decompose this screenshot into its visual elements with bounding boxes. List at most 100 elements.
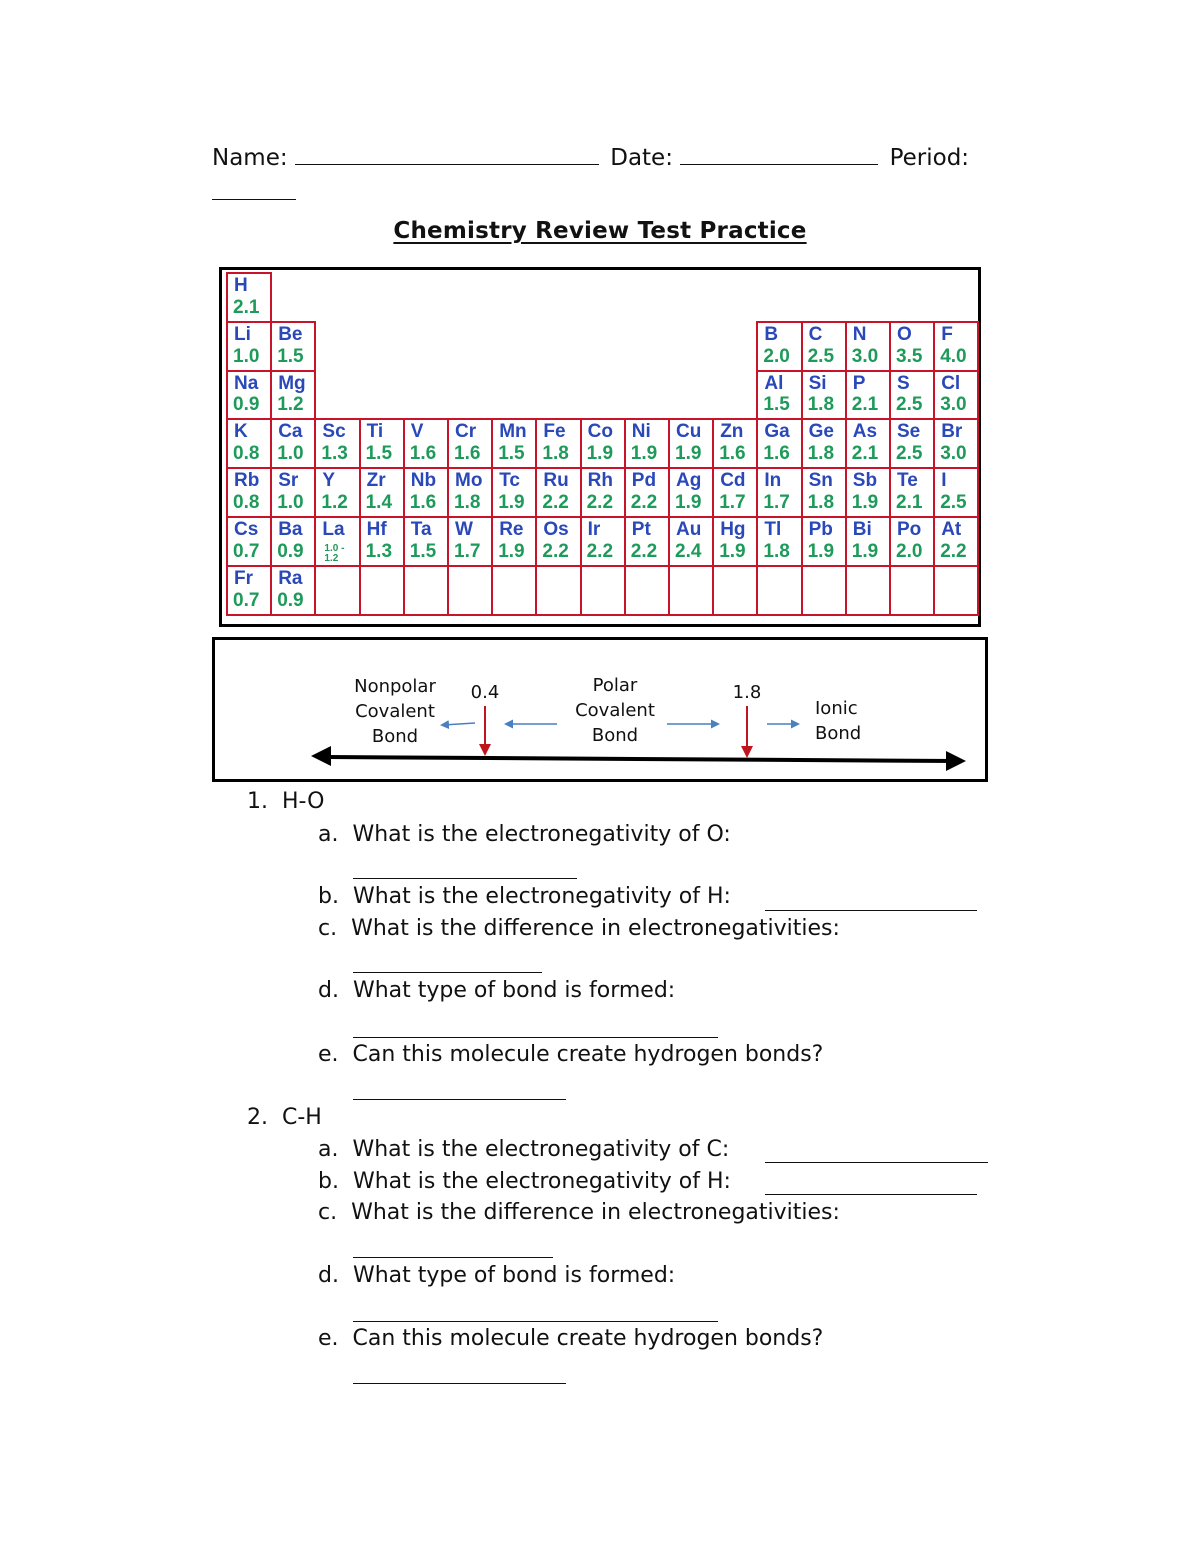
element-symbol: C xyxy=(808,323,823,345)
element-symbol: Cu xyxy=(676,421,702,443)
answer-blank-2b[interactable] xyxy=(765,1172,977,1195)
answer-blank-2a[interactable] xyxy=(765,1140,988,1163)
question-2b: b. What is the electronegativity of H: xyxy=(318,1169,731,1194)
element-electronegativity: 2.1 xyxy=(851,394,879,416)
element-electronegativity: 2.0 xyxy=(763,345,790,367)
answer-blank-1c[interactable] xyxy=(353,950,542,973)
element-electronegativity: 3.0 xyxy=(940,443,967,465)
element-electronegativity: 2.5 xyxy=(807,345,835,367)
element-symbol: N xyxy=(852,323,867,345)
question-2a: a. What is the electronegativity of C: xyxy=(318,1137,730,1162)
answer-blank-2c[interactable] xyxy=(353,1235,553,1258)
answer-blank-2d[interactable] xyxy=(353,1299,718,1322)
name-blank[interactable] xyxy=(294,142,599,165)
element-electronegativity: 2.1 xyxy=(233,296,260,318)
element-symbol: In xyxy=(764,470,782,492)
date-blank[interactable] xyxy=(680,142,879,165)
question-2d: d. What type of bond is formed: xyxy=(318,1263,676,1288)
empty-element-cell xyxy=(623,564,670,616)
bond-type-scale: Nonpolar Covalent Bond 0.4 Polar Covalen… xyxy=(212,637,988,782)
element-symbol: Ca xyxy=(278,421,303,443)
question-1d: d. What type of bond is formed: xyxy=(318,978,676,1003)
element-electronegativity: 1.3 xyxy=(321,443,348,465)
axis-right-arrowhead xyxy=(946,751,966,771)
element-electronegativity: 1.4 xyxy=(365,491,393,513)
empty-element-cell xyxy=(756,564,803,616)
answer-blank-1b[interactable] xyxy=(765,888,977,911)
element-symbol: Tc xyxy=(499,470,520,492)
element-symbol: Ti xyxy=(366,421,384,443)
answer-blank-1d[interactable] xyxy=(353,1015,718,1038)
question-1-heading: 1. H-O xyxy=(247,789,325,814)
element-symbol: Te xyxy=(897,470,918,492)
element-electronegativity: 1.6 xyxy=(409,491,437,513)
element-electronegativity: 1.0 xyxy=(277,443,304,465)
element-symbol: Na xyxy=(234,372,259,394)
date-label: Date: xyxy=(610,145,673,171)
question-1a: a. What is the electronegativity of O: xyxy=(318,822,731,847)
element-symbol: Sr xyxy=(278,470,299,492)
answer-blank-1e[interactable] xyxy=(353,1077,566,1100)
element-electronegativity: 1.9 xyxy=(630,443,658,465)
element-electronegativity: 3.5 xyxy=(896,345,923,367)
element-electronegativity: 2.2 xyxy=(630,540,658,562)
element-symbol: Ba xyxy=(278,519,303,540)
element-electronegativity: 1.2 xyxy=(321,491,348,513)
element-symbol: Cl xyxy=(941,372,961,394)
ionic-bond-label: Ionic Bond xyxy=(815,698,862,744)
element-electronegativity: 2.2 xyxy=(586,540,614,562)
element-electronegativity: 1.8 xyxy=(454,491,481,513)
answer-blank-2e[interactable] xyxy=(353,1361,566,1384)
empty-element-cell xyxy=(314,564,361,616)
element-symbol: Mn xyxy=(499,421,527,443)
element-electronegativity: 1.5 xyxy=(365,443,393,465)
question-1e: e. Can this molecule create hydrogen bon… xyxy=(318,1042,824,1067)
name-date-period-line: Name: Date: Period: xyxy=(212,142,969,172)
element-symbol: Be xyxy=(278,323,303,345)
answer-blank-1a[interactable] xyxy=(353,856,577,879)
element-electronegativity: 1.9 xyxy=(719,540,746,562)
question-1b: b. What is the electronegativity of H: xyxy=(318,884,731,909)
element-symbol: Cd xyxy=(720,470,746,492)
bond-scale-graphic xyxy=(311,706,966,771)
element-electronegativity: 1.8 xyxy=(807,443,835,465)
element-electronegativity: 4.0 xyxy=(940,345,967,367)
element-electronegativity: 1.5 xyxy=(763,394,790,416)
polar-covalent-label: Polar Covalent Bond xyxy=(575,675,655,746)
element-electronegativity: 2.5 xyxy=(940,491,967,513)
element-symbol: Cr xyxy=(455,421,477,443)
period-blank[interactable] xyxy=(212,177,296,200)
empty-element-cell xyxy=(933,564,980,616)
element-electronegativity: 1.8 xyxy=(807,491,835,513)
